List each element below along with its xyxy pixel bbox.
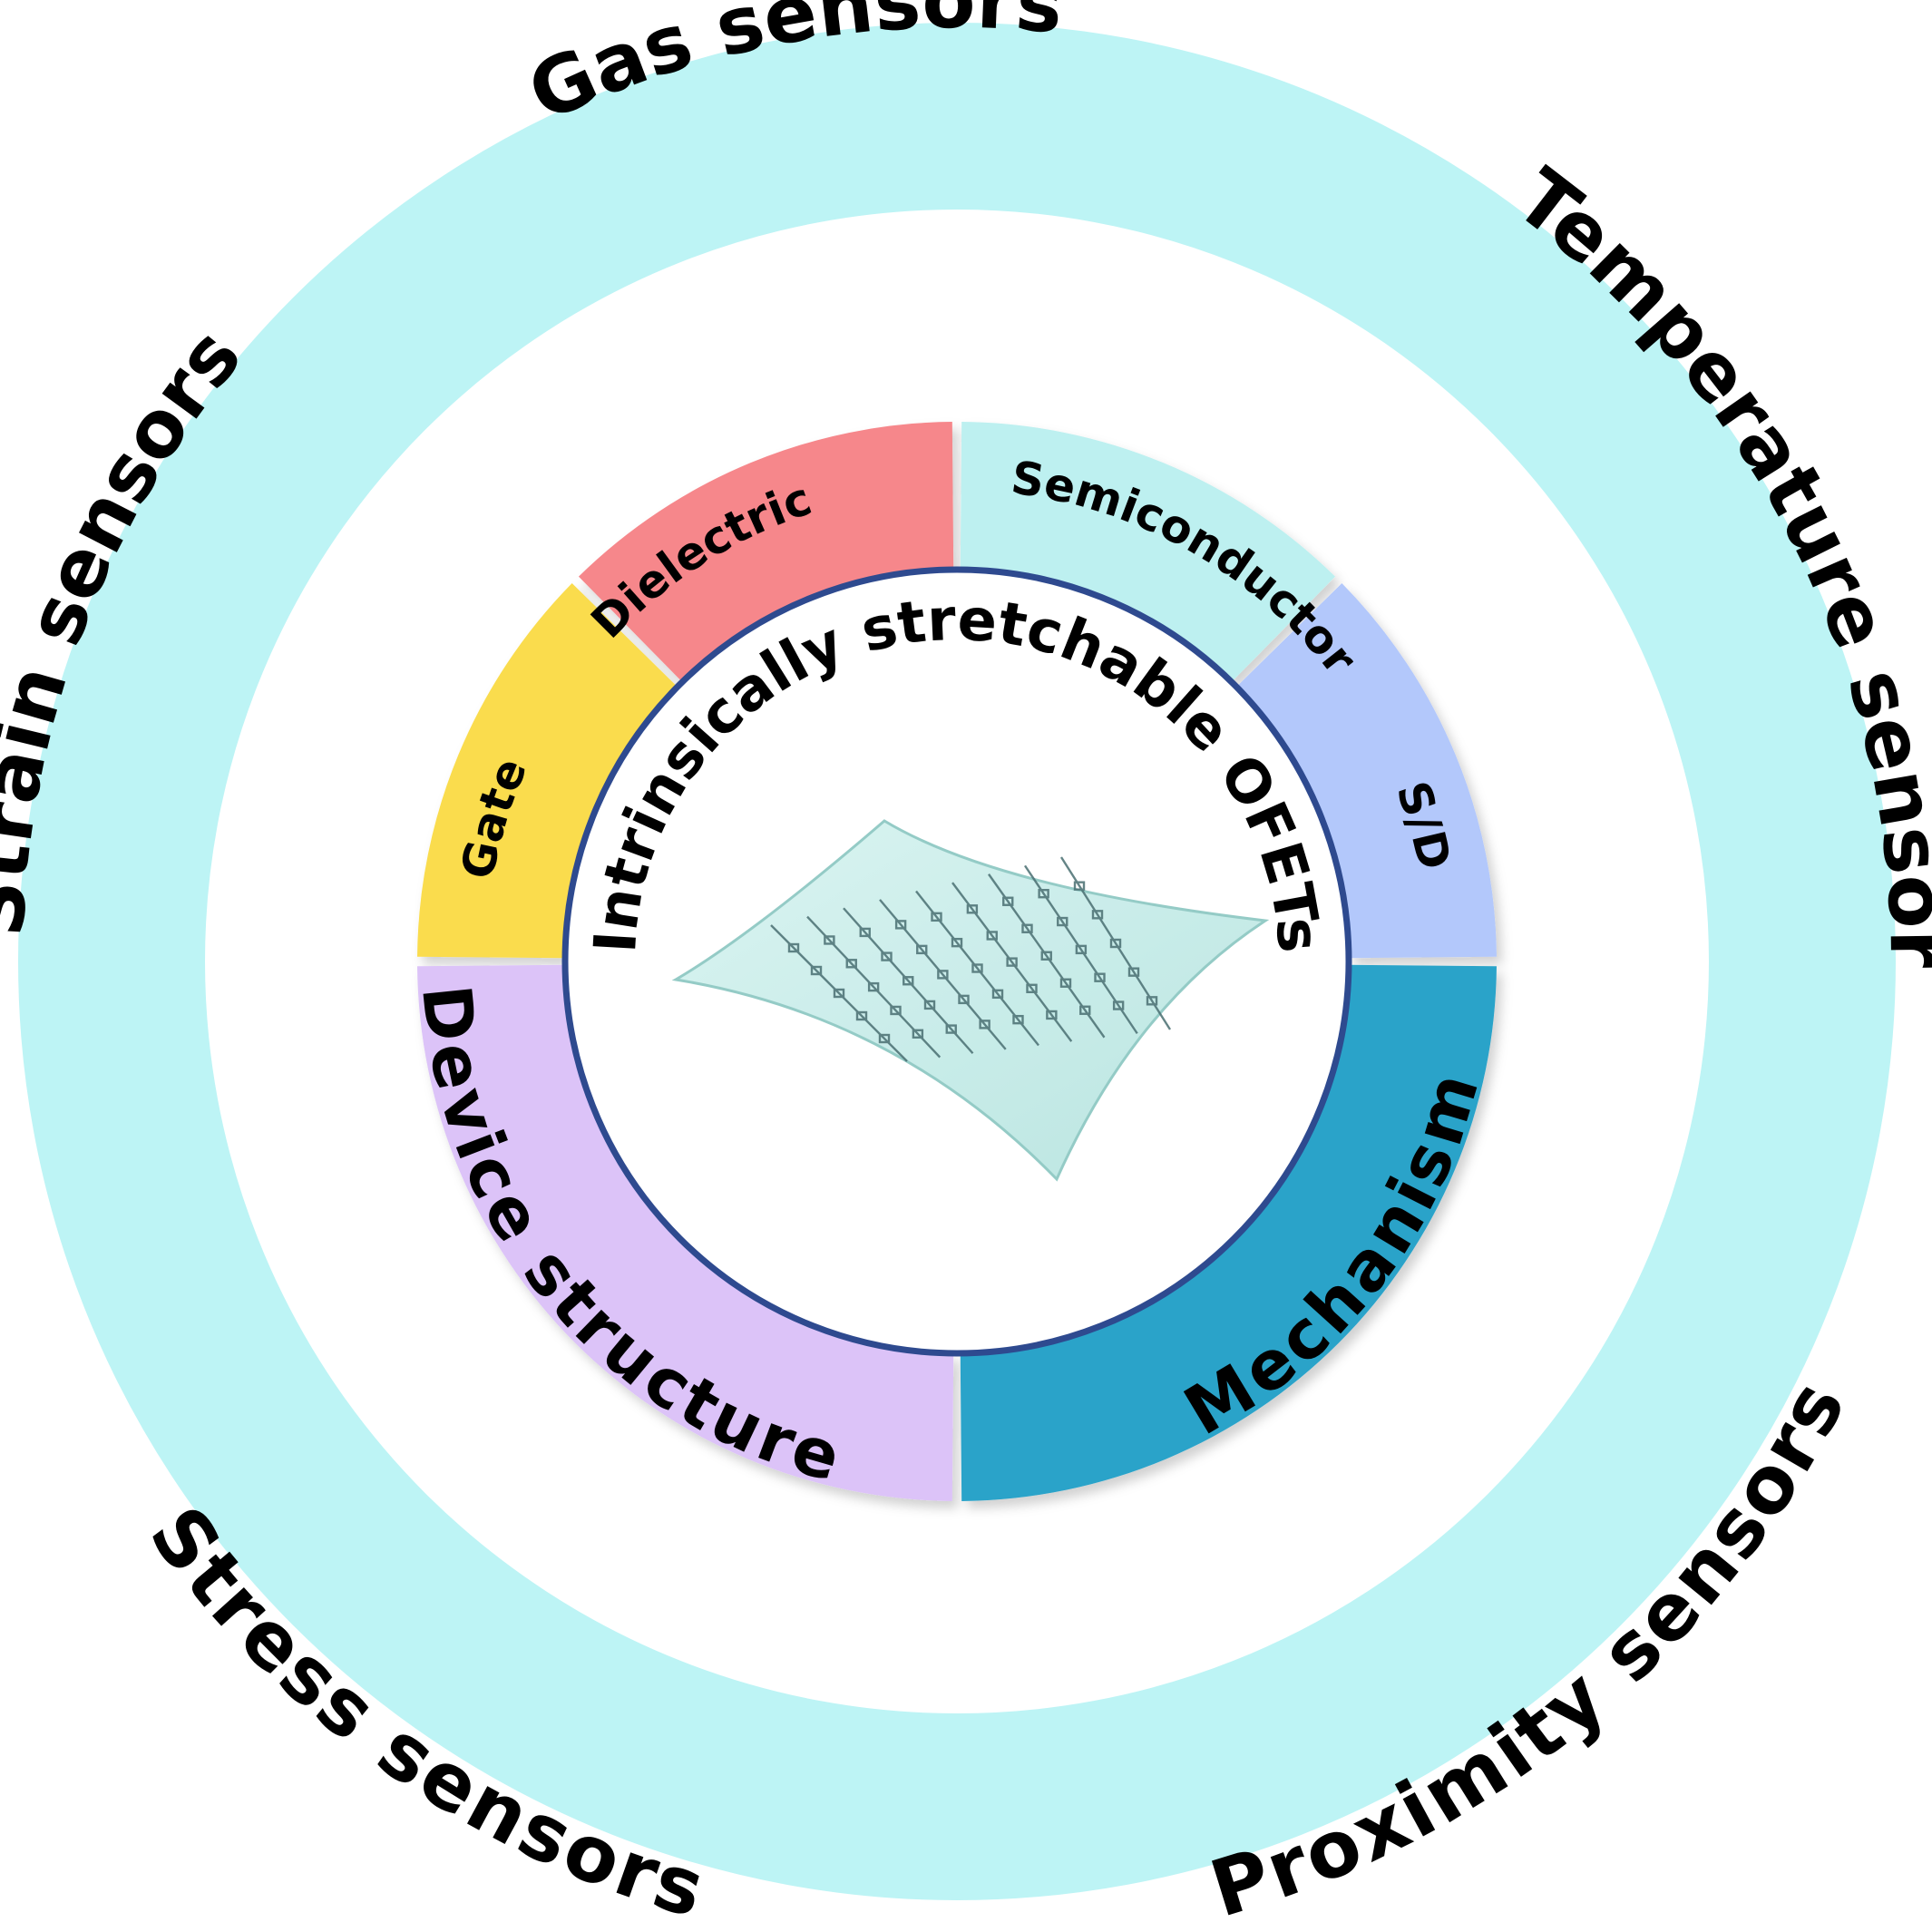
transistor-cell bbox=[923, 1000, 936, 1010]
transistor-cell bbox=[824, 935, 835, 945]
transistor-cell bbox=[1046, 1010, 1058, 1020]
transistor-cell bbox=[894, 920, 907, 930]
transistor-cell bbox=[1006, 957, 1018, 967]
transistor-cell bbox=[966, 904, 979, 914]
device-trace bbox=[879, 899, 1007, 1050]
transistor-cell bbox=[1021, 923, 1033, 933]
segment-device-structure bbox=[417, 964, 954, 1501]
transistor-cell bbox=[991, 989, 1004, 1000]
transistor-cell bbox=[979, 1020, 990, 1029]
transistor-cell bbox=[1002, 896, 1014, 906]
transistor-cell bbox=[971, 963, 983, 973]
transistor-cell bbox=[1073, 881, 1086, 891]
transistor-cell bbox=[1112, 1000, 1125, 1010]
transistor-cell bbox=[958, 994, 970, 1005]
outer-ring bbox=[18, 23, 1896, 1900]
transistor-cell bbox=[1109, 938, 1122, 949]
device-trace bbox=[1024, 864, 1138, 1035]
transistor-cell bbox=[937, 970, 949, 980]
transistor-cell bbox=[1057, 916, 1068, 927]
transistor-cell bbox=[845, 959, 857, 969]
segment-semiconductor bbox=[960, 422, 1336, 682]
device-trace bbox=[843, 907, 974, 1055]
segment-dielectric bbox=[578, 422, 954, 682]
transistor-cell bbox=[1040, 951, 1052, 961]
transistor-cell bbox=[1038, 889, 1049, 899]
transistor-cell bbox=[951, 937, 963, 948]
transistor-cell bbox=[810, 965, 823, 976]
transistor-cell bbox=[912, 1029, 924, 1039]
transistor-cell bbox=[867, 981, 880, 992]
device-trace bbox=[988, 873, 1106, 1039]
device-trace bbox=[915, 890, 1039, 1047]
transistor-cell bbox=[890, 1005, 902, 1016]
transistor-cell bbox=[1075, 944, 1088, 955]
transistor-cell bbox=[1059, 978, 1072, 988]
transistor-cell bbox=[945, 1024, 957, 1034]
transistor-cell bbox=[931, 912, 942, 922]
center-ring bbox=[561, 566, 1352, 1357]
transistor-cell bbox=[986, 931, 998, 941]
device-trace bbox=[770, 924, 908, 1062]
transistor-cell bbox=[787, 942, 800, 953]
device-trace bbox=[951, 882, 1073, 1042]
segment-sd bbox=[1236, 582, 1497, 959]
transistor-cell bbox=[1026, 983, 1038, 993]
transistor-cell bbox=[833, 988, 845, 999]
transistor-cell bbox=[1146, 996, 1158, 1006]
transistor-cell bbox=[1091, 910, 1104, 920]
transistor-cell bbox=[1127, 967, 1140, 977]
transistor-cell bbox=[916, 944, 928, 955]
segment-gate bbox=[417, 582, 678, 959]
transistor-cell bbox=[903, 976, 914, 986]
transistor-cell bbox=[1094, 972, 1106, 982]
stretchable-device-array-icon bbox=[671, 819, 1270, 1182]
transistor-cell bbox=[1079, 1005, 1091, 1015]
transistor-cell bbox=[1012, 1014, 1024, 1025]
component-ring bbox=[417, 422, 1497, 1501]
device-trace bbox=[1059, 856, 1172, 1030]
transistor-cell bbox=[881, 951, 893, 961]
transistor-cell bbox=[859, 927, 871, 938]
device-trace bbox=[806, 915, 942, 1059]
transistor-cell bbox=[855, 1010, 868, 1021]
segment-mechanism bbox=[960, 964, 1497, 1501]
transistor-cell bbox=[878, 1033, 891, 1044]
